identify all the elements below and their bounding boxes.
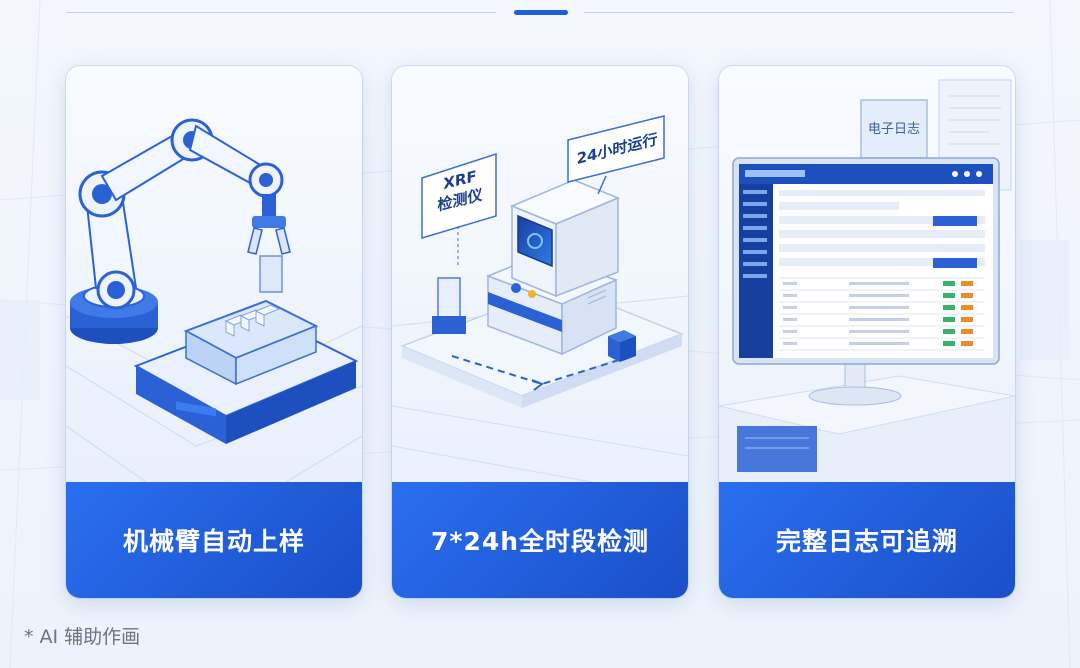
card-title: 7*24h全时段检测 — [430, 527, 650, 556]
card-banner: 完整日志可追溯 — [719, 482, 1015, 598]
xrf-instrument-illustration: XRF 检测仪 24小时运行 — [392, 66, 688, 482]
header-rule-right — [584, 12, 1014, 13]
callout-electronic-log: 电子日志 — [867, 122, 920, 137]
card-title: 机械臂自动上样 — [122, 527, 305, 556]
card-banner: 7*24h全时段检测 — [392, 482, 688, 598]
header-rule-left — [66, 12, 496, 13]
card-title: 完整日志可追溯 — [775, 527, 958, 556]
ai-disclaimer-note: * AI 辅助作画 — [24, 626, 141, 648]
header-accent-bar — [514, 10, 568, 15]
feature-card-24h-detection: XRF 检测仪 24小时运行 7*24h全时段检测 — [392, 66, 688, 598]
feature-card-log-trace: 电子日志 完整日志可追溯 — [719, 66, 1015, 598]
card-banner: 机械臂自动上样 — [66, 482, 362, 598]
robot-arm-illustration — [66, 66, 362, 482]
feature-card-robot-arm: 机械臂自动上样 — [66, 66, 362, 598]
monitor-log-illustration: 电子日志 — [719, 66, 1015, 482]
